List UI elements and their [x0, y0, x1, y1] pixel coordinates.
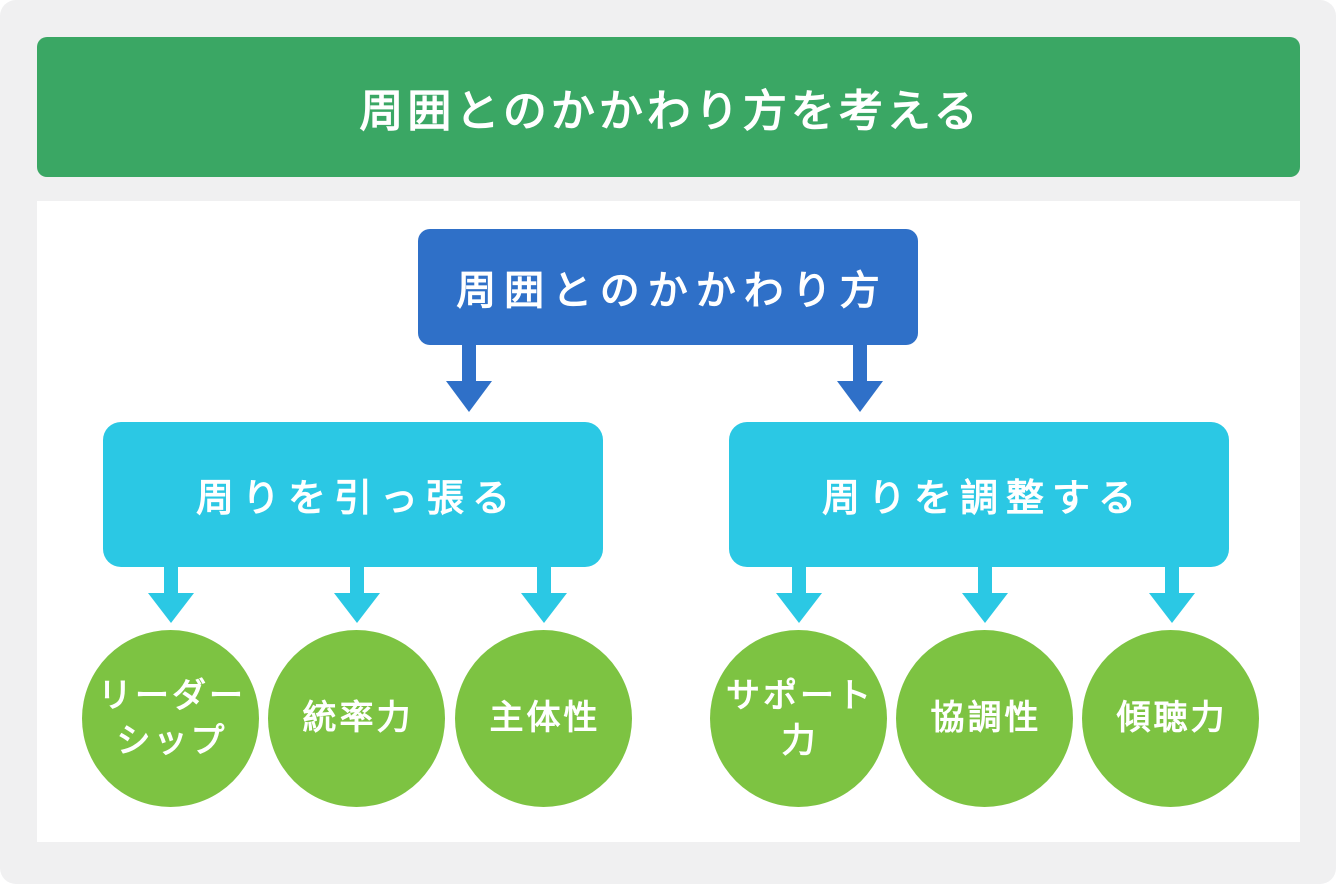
arrow-head-icon [776, 593, 822, 623]
down-arrow-skill-3 [521, 567, 567, 623]
arrow-head-icon [962, 593, 1008, 623]
skill-node-label: サポート 力 [726, 676, 874, 760]
skill-node-label: 協調性 [930, 699, 1042, 738]
branch-node-adjust: 周りを調整する [729, 422, 1229, 567]
branch-node-label: 周りを引っ張る [195, 478, 518, 520]
header-banner: 周囲とのかかわり方を考える [37, 37, 1300, 177]
arrow-stem [350, 567, 364, 593]
arrow-head-icon [148, 593, 194, 623]
down-arrow-root-left [446, 345, 492, 412]
arrow-stem [853, 345, 867, 381]
skill-node-leadership: リーダー シップ [82, 630, 259, 807]
skill-node-label: リーダー シップ [98, 676, 246, 760]
skill-node-label: 傾聴力 [1116, 699, 1228, 738]
skill-node-initiative: 主体性 [455, 630, 632, 807]
skill-node-support: サポート 力 [710, 630, 887, 807]
arrow-stem [164, 567, 178, 593]
skill-node-cooperation: 協調性 [896, 630, 1073, 807]
page-title: 周囲とのかかわり方を考える [359, 87, 982, 136]
skill-node-command: 統率力 [268, 630, 445, 807]
down-arrow-skill-1 [148, 567, 194, 623]
arrow-head-icon [334, 593, 380, 623]
root-node: 周囲とのかかわり方 [418, 229, 918, 345]
arrow-head-icon [837, 381, 883, 412]
down-arrow-skill-2 [334, 567, 380, 623]
root-node-label: 周囲とのかかわり方 [456, 269, 888, 313]
arrow-stem [537, 567, 551, 593]
down-arrow-skill-5 [962, 567, 1008, 623]
branch-node-pull: 周りを引っ張る [103, 422, 603, 567]
down-arrow-skill-6 [1149, 567, 1195, 623]
skill-node-listening: 傾聴力 [1082, 630, 1259, 807]
down-arrow-skill-4 [776, 567, 822, 623]
skill-node-label: 主体性 [489, 699, 601, 738]
arrow-head-icon [446, 381, 492, 412]
branch-node-label: 周りを調整する [821, 478, 1144, 520]
diagram-panel: 周囲とのかかわり方 周りを引っ張る 周りを調整する [37, 201, 1300, 842]
arrow-head-icon [521, 593, 567, 623]
arrow-stem [1165, 567, 1179, 593]
arrow-stem [792, 567, 806, 593]
arrow-stem [978, 567, 992, 593]
arrow-stem [462, 345, 476, 381]
arrow-head-icon [1149, 593, 1195, 623]
skill-node-label: 統率力 [302, 699, 414, 738]
down-arrow-root-right [837, 345, 883, 412]
